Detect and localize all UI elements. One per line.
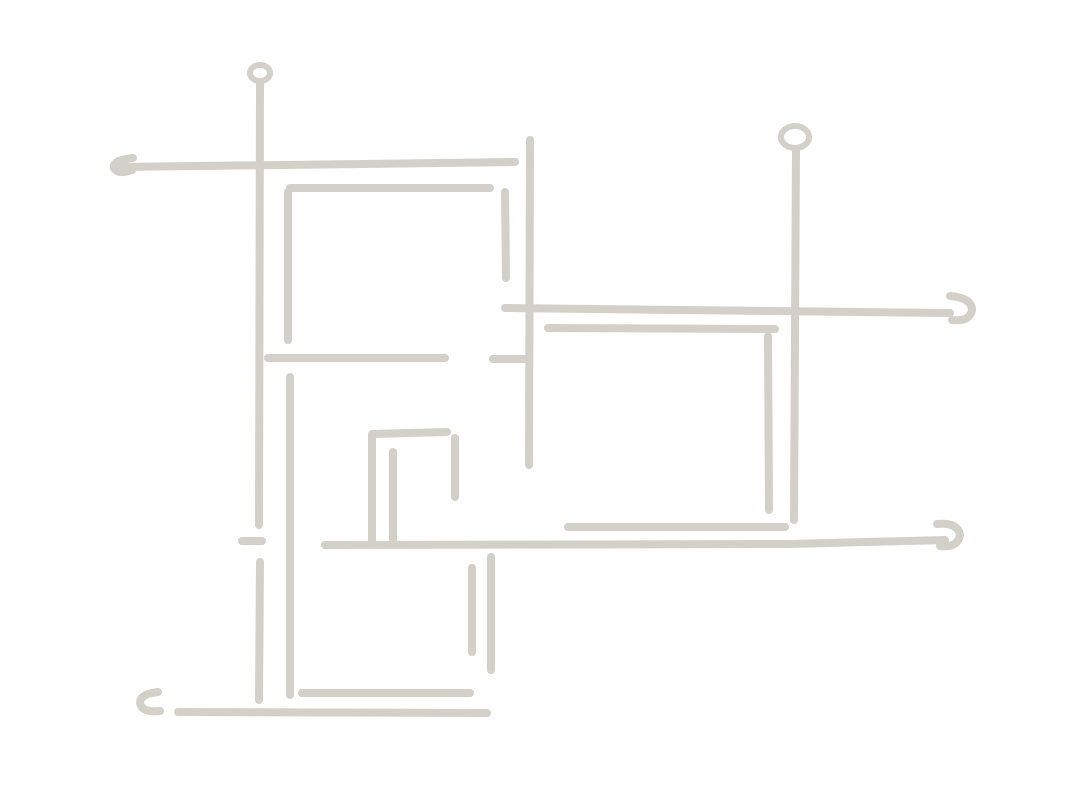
hook-right-upper [946,292,976,325]
right-room-right [764,332,773,514]
right-upper-wall [501,304,954,317]
left-wall-upper [255,78,264,529]
inner-room-right [501,188,510,282]
right-room-top [544,324,779,333]
lower-horizontal-wall [321,536,949,549]
pin-right-top [778,123,812,151]
left-wall-lower [255,558,264,704]
hook-top-left [109,154,137,177]
hook-bottom-left [136,688,164,716]
hook-right-lower [933,519,964,551]
top-wall [118,158,519,171]
center-vertical-wall [525,136,534,469]
small-room-left [368,428,451,549]
right-vertical-wall [790,146,800,524]
bottom-wall [174,708,491,717]
pin-left-top [247,62,273,84]
